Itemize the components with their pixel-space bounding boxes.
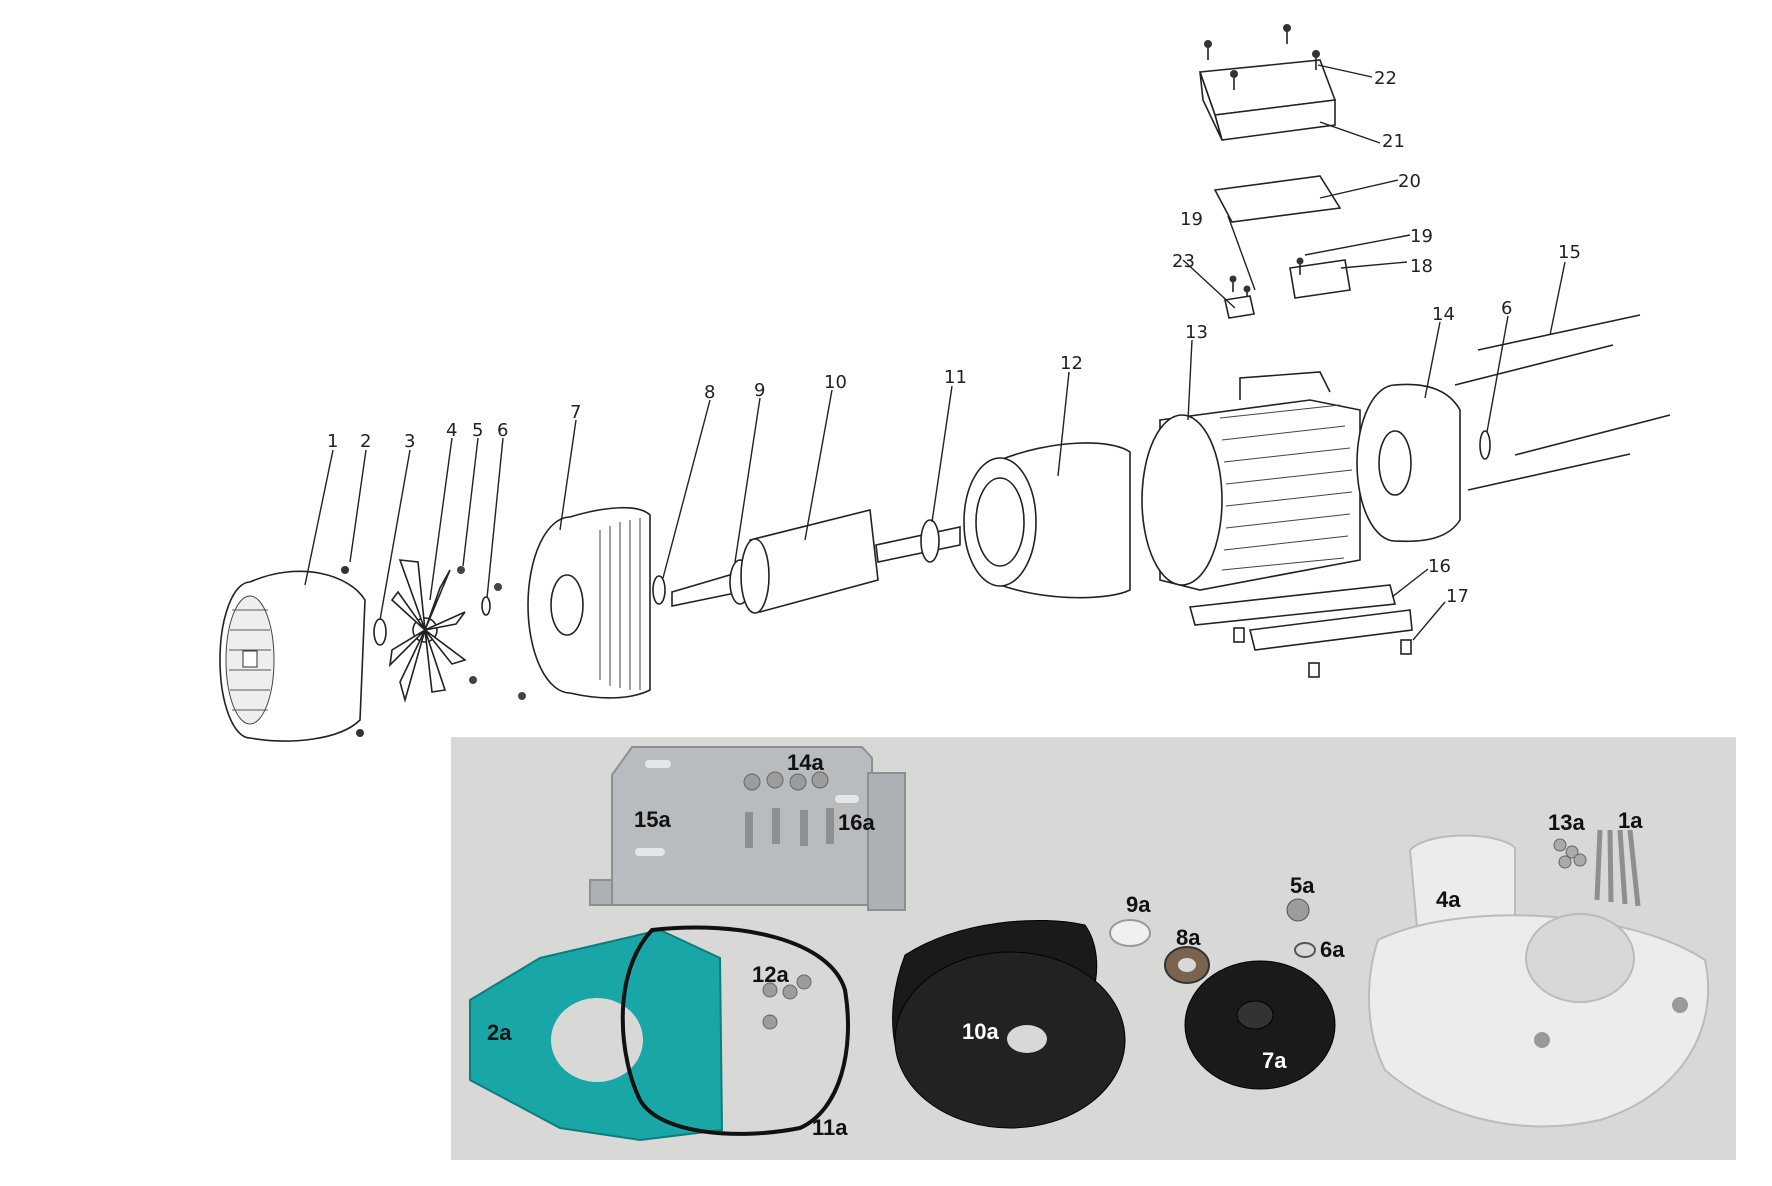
part-11a-o-ring <box>620 925 850 1136</box>
callout-16: 16 <box>1428 556 1451 577</box>
callout-6: 6 <box>497 420 508 441</box>
callout-7: 7 <box>570 402 581 423</box>
diffuser-hole <box>1007 1025 1047 1053</box>
callout-9: 9 <box>754 380 765 401</box>
photo-label-10a: 10a <box>962 1019 999 1044</box>
part-1-fan-cover <box>219 570 366 742</box>
part-5-clip <box>457 566 465 574</box>
part-21-terminal-box-cover <box>1198 59 1337 141</box>
photo-label-2a: 2a <box>487 1020 512 1045</box>
photo-labels: 14a 15a 16a 13a 1a 2a 12a 11a 10a 9a 8a … <box>487 750 1643 1140</box>
callout-10: 10 <box>824 372 847 393</box>
part-15-tie-rods <box>1454 314 1671 491</box>
part-17-bolts <box>1233 627 1412 678</box>
callout-17: 17 <box>1446 586 1469 607</box>
callout-numbers: 1 2 3 4 5 6 7 8 9 10 11 12 13 14 6 15 16… <box>327 68 1581 607</box>
photo-label-13a: 13a <box>1548 810 1585 835</box>
part-1a-long-bolts <box>1594 829 1641 907</box>
photo-panel: 14a 15a 16a 13a 1a 2a 12a 11a 10a 9a 8a … <box>451 737 1736 1160</box>
part-22-screws <box>1204 24 1320 90</box>
part-12a-screws <box>762 974 812 1030</box>
callout-20: 20 <box>1398 171 1421 192</box>
callout-6-right: 6 <box>1501 298 1512 319</box>
callout-3: 3 <box>404 431 415 452</box>
photo-label-8a: 8a <box>1176 925 1201 950</box>
callout-4: 4 <box>446 420 457 441</box>
part-5a-nut <box>1286 898 1310 922</box>
photo-label-14a: 14a <box>787 750 824 775</box>
part-9-bearing-shaft <box>671 559 751 607</box>
impeller-hub <box>1236 1000 1274 1030</box>
line-drawing: 1 2 3 4 5 6 7 8 9 10 11 12 13 14 6 15 16… <box>219 24 1671 742</box>
callout-1: 1 <box>327 431 338 452</box>
part-16-feet <box>1188 584 1413 651</box>
part-23-earth-clamp <box>1224 295 1255 319</box>
part-18-terminal-block <box>1289 259 1351 299</box>
part-9a-seal-ring <box>1109 919 1151 947</box>
photo-label-5a: 5a <box>1290 873 1315 898</box>
part-8-washer <box>652 575 666 605</box>
gasket-center-hole <box>551 998 643 1082</box>
callout-11: 11 <box>944 367 967 388</box>
photo-label-15a: 15a <box>634 807 671 832</box>
callout-12: 12 <box>1060 353 1083 374</box>
callout-23: 23 <box>1172 251 1195 272</box>
callout-2: 2 <box>360 431 371 452</box>
photo-label-6a: 6a <box>1320 937 1345 962</box>
callout-18: 18 <box>1410 256 1433 277</box>
photo-label-9a: 9a <box>1126 892 1151 917</box>
callout-8: 8 <box>704 382 715 403</box>
part-4a-pump-housing <box>1368 834 1710 1128</box>
photo-label-16a: 16a <box>838 810 875 835</box>
callout-5: 5 <box>472 420 483 441</box>
part-6-washer-right <box>1479 430 1491 460</box>
part-16a-bolts <box>745 808 834 848</box>
callout-13: 13 <box>1185 322 1208 343</box>
callout-22: 22 <box>1374 68 1397 89</box>
leader-lines <box>304 64 1566 641</box>
callout-19-left: 19 <box>1180 209 1203 230</box>
part-12-stator <box>963 442 1131 599</box>
part-6a-washer <box>1294 942 1316 958</box>
part-6-washer <box>481 596 491 616</box>
part-19-screws <box>1229 257 1304 300</box>
part-13a-washers <box>1553 838 1587 869</box>
photo-label-12a: 12a <box>752 962 789 987</box>
part-11-bearing <box>920 519 940 563</box>
part-5-nut-lower <box>469 676 477 684</box>
part-13-motor-housing <box>1141 371 1361 591</box>
part-3-ring <box>373 618 387 646</box>
photo-label-4a: 4a <box>1436 887 1461 912</box>
photo-label-1a: 1a <box>1618 808 1643 833</box>
seal-hole <box>1178 958 1196 972</box>
part-2-screw-lower <box>356 729 364 737</box>
photo-label-11a: 11a <box>812 1115 848 1140</box>
part-14-front-flange <box>1356 383 1461 543</box>
photo-label-7a: 7a <box>1262 1048 1287 1073</box>
callout-21: 21 <box>1382 131 1405 152</box>
part-20-gasket <box>1213 175 1342 223</box>
part-7-end-shield <box>527 506 651 699</box>
callout-14: 14 <box>1432 304 1455 325</box>
callout-15: 15 <box>1558 242 1581 263</box>
part-6-nut <box>494 583 502 591</box>
callout-19-right: 19 <box>1410 226 1433 247</box>
part-14a-nuts <box>743 771 829 791</box>
part-4-fan <box>388 559 467 703</box>
part-2-screw <box>341 566 349 574</box>
part-5-nut-lower2 <box>518 692 526 700</box>
